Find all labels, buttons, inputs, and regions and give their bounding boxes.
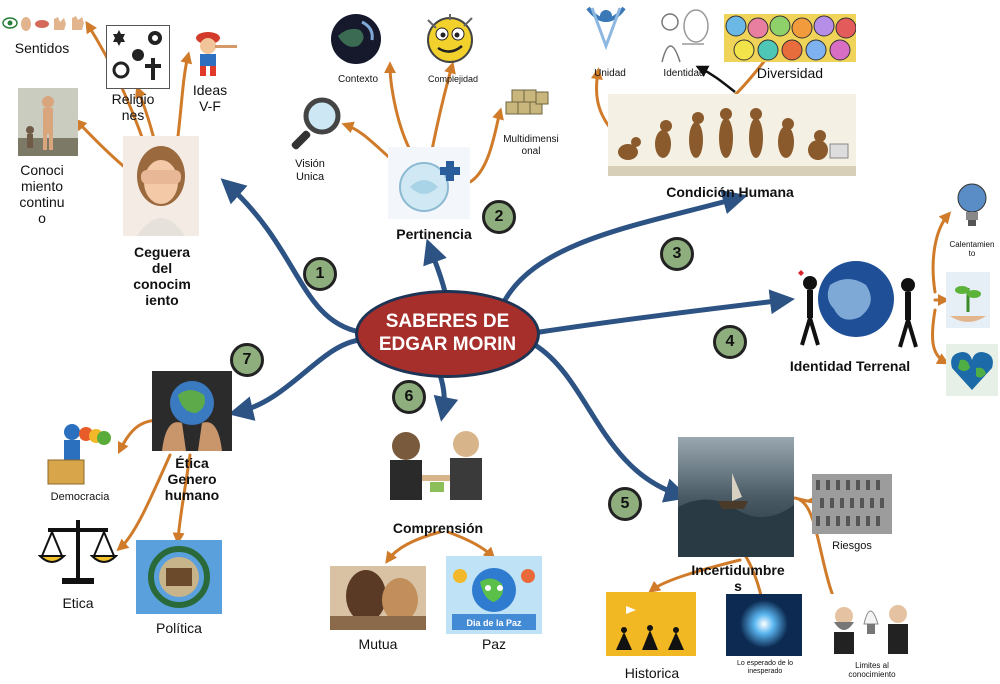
crowd-image (812, 474, 892, 534)
number-badge-2: 2 (482, 200, 516, 234)
evolution-figure-image (18, 88, 78, 156)
leaf-paz: Paz (464, 636, 524, 652)
branch-2-line (430, 248, 445, 292)
leaf-etica: Etica (52, 595, 104, 611)
religion-symbols-image (106, 25, 170, 89)
magnifier-icon (286, 94, 346, 154)
leaf-politica: Política (144, 620, 214, 636)
branch-3-line (505, 198, 738, 300)
leaf-historica: Historica (612, 665, 692, 681)
number-badge-4: 4 (713, 325, 747, 359)
branch-5-line (535, 345, 680, 495)
number-badge-3: 3 (660, 237, 694, 271)
globe-puzzle-image (388, 147, 470, 219)
plant-hands-image (946, 272, 990, 328)
branch-4-line (540, 300, 785, 332)
leaf-identidad: Identidad (656, 68, 712, 80)
diversity-faces-image (724, 14, 856, 62)
center-line-2: EDGAR MORIN (379, 334, 516, 355)
senses-icons (2, 14, 90, 32)
warming-bulb-image (952, 182, 992, 228)
identity-sketch-image (652, 4, 714, 64)
blindfolded-girl-image (123, 136, 199, 236)
number-badge-5: 5 (608, 487, 642, 521)
node-pertinencia: Pertinencia (388, 226, 480, 242)
wise-men-image (606, 592, 696, 656)
leaf-sentidos: Sentidos (4, 40, 80, 56)
human-evolution-image (608, 94, 856, 176)
scales-icon (38, 516, 118, 588)
confused-face-image (422, 12, 478, 66)
branch-6-line (440, 375, 444, 412)
pinocchio-image (188, 28, 240, 78)
number-badge-1: 1 (303, 257, 337, 291)
earth-stick-figures-image (790, 255, 924, 353)
number-badge-6: 6 (392, 380, 426, 414)
people-talking-image (330, 566, 426, 630)
center-line-1: SABERES DE (386, 311, 510, 332)
leaf-riesgos: Riesgos (822, 540, 882, 553)
earth-space-image (328, 12, 384, 66)
leaf-mutua: Mutua (348, 636, 408, 652)
leaf-diversidad: Diversidad (740, 65, 840, 81)
storm-ship-painting (678, 437, 794, 557)
cube-blocks-image (496, 84, 558, 124)
unity-figure-image (578, 2, 634, 50)
heart-earth-icon (946, 344, 998, 396)
hands-globe-image (152, 371, 232, 451)
branch-1-line (228, 185, 360, 332)
node-comprension: Comprensión (380, 520, 496, 536)
peace-day-caption: Dia de la Paz (466, 618, 522, 628)
node-identidad-terrenal: Identidad Terrenal (780, 358, 920, 374)
un-emblem-image (136, 540, 222, 614)
light-burst-image (726, 594, 802, 656)
handshake-caricature-image (374, 424, 498, 514)
leaf-democracia: Democracia (40, 491, 120, 504)
node-condicion-humana: Condición Humana (650, 184, 810, 200)
peace-day-image: Dia de la Paz (446, 556, 542, 634)
ballot-box-image (40, 418, 118, 488)
leaf-contexto: Contexto (330, 74, 386, 86)
number-badge-7: 7 (230, 343, 264, 377)
limits-caricature-image (828, 594, 914, 658)
leaf-complejidad: Complejidad (418, 74, 488, 84)
leaf-unidad: Unidad (578, 68, 642, 80)
